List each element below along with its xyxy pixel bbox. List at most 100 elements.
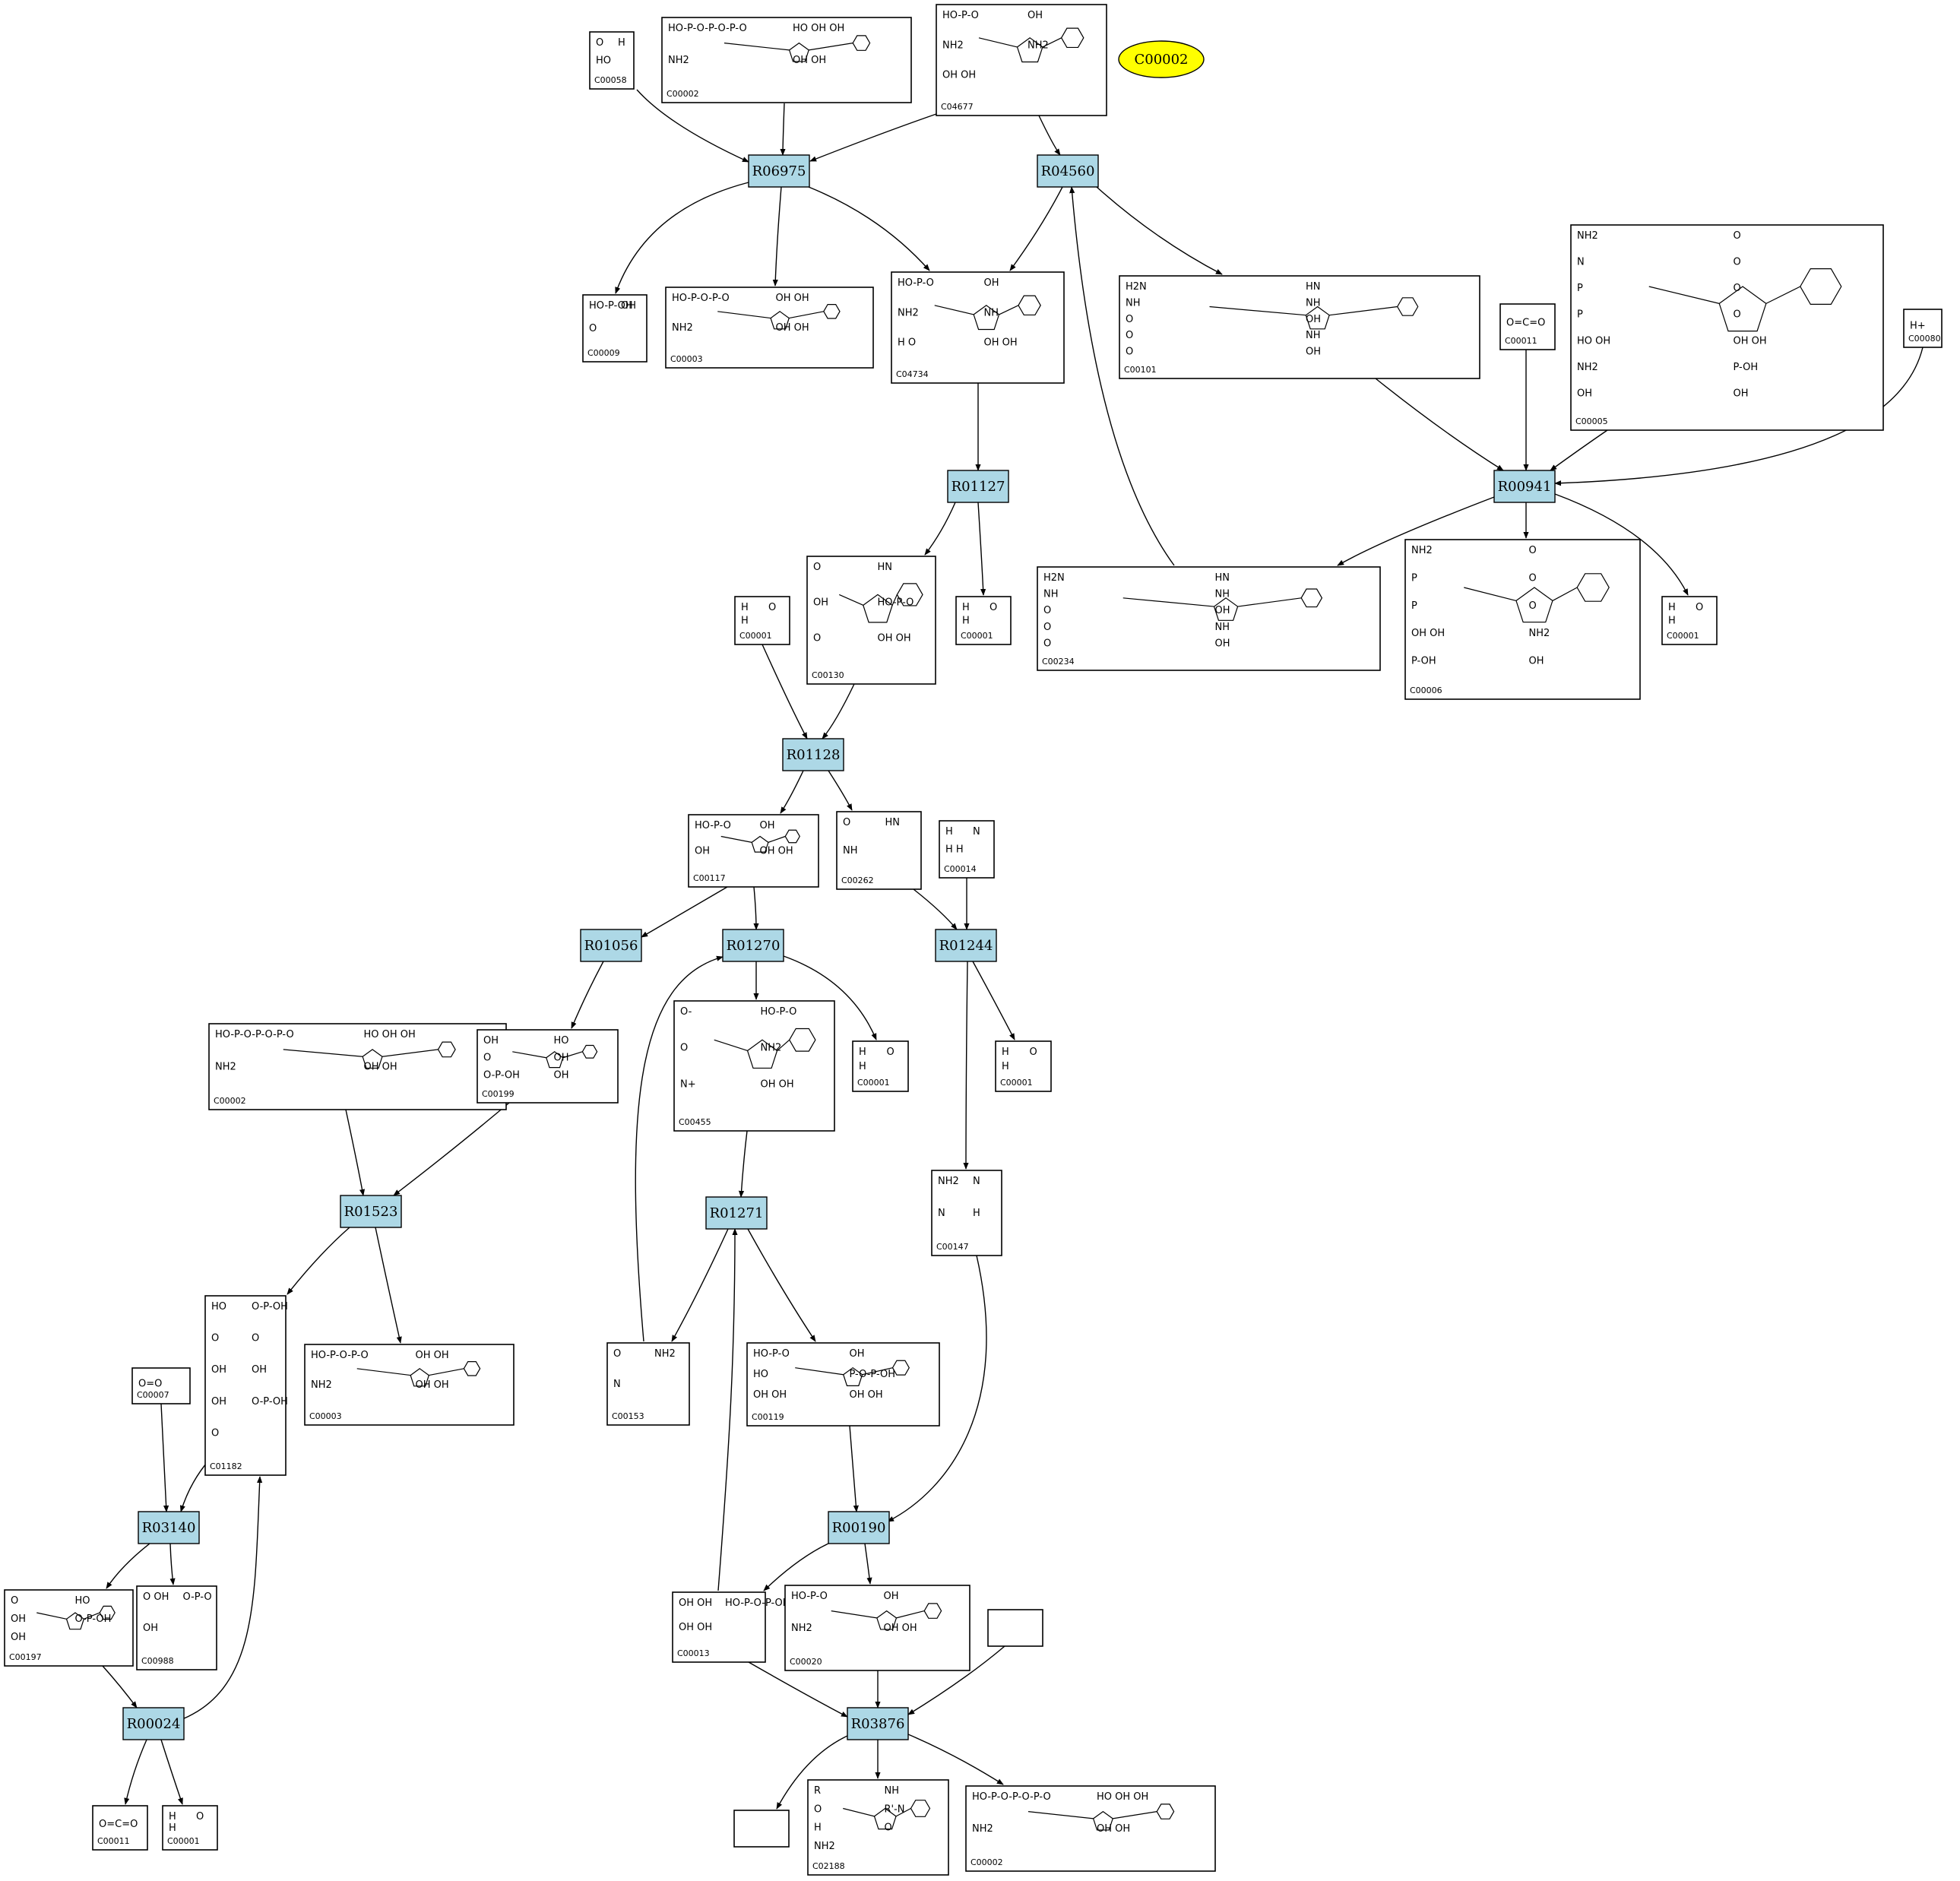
compound-box[interactable] — [955, 596, 1012, 645]
compound-box[interactable] — [477, 1029, 619, 1104]
reaction-box[interactable] — [1037, 154, 1099, 188]
compound-box[interactable] — [806, 556, 936, 685]
compound-box[interactable] — [92, 1805, 148, 1851]
compound-box[interactable] — [208, 1023, 507, 1110]
compound-box[interactable] — [965, 1785, 1216, 1872]
reaction-box[interactable] — [828, 1511, 890, 1544]
compound-box[interactable] — [995, 1040, 1052, 1092]
reaction-box[interactable] — [122, 1707, 185, 1740]
compound-box[interactable] — [131, 1367, 191, 1404]
compound-box[interactable] — [1661, 596, 1718, 645]
compound-box[interactable] — [1037, 566, 1381, 671]
reaction-box[interactable] — [705, 1196, 768, 1230]
reaction-R03140[interactable]: R03140 — [138, 1511, 200, 1544]
reaction-R01128[interactable]: R01128 — [782, 738, 844, 771]
reaction-box[interactable] — [138, 1511, 200, 1544]
compound-box[interactable] — [589, 31, 635, 90]
compound-box[interactable] — [4, 1589, 134, 1667]
reaction-box[interactable] — [580, 929, 642, 962]
compound-box[interactable] — [733, 1810, 790, 1848]
compound-box[interactable] — [1903, 309, 1943, 348]
reaction-R03876[interactable]: R03876 — [847, 1707, 909, 1740]
compound-box[interactable] — [672, 1591, 766, 1663]
reaction-R00941[interactable]: R00941 — [1493, 470, 1556, 503]
reaction-box[interactable] — [847, 1707, 909, 1740]
compound-box[interactable] — [852, 1040, 909, 1092]
compound-box[interactable] — [891, 271, 1065, 384]
compound-box[interactable] — [204, 1295, 287, 1476]
compound-box[interactable] — [987, 1609, 1043, 1647]
reaction-box[interactable] — [1493, 470, 1556, 503]
compound-cblank2[interactable] — [733, 1810, 790, 1848]
reaction-box[interactable] — [722, 929, 784, 962]
reaction-box[interactable] — [947, 470, 1009, 503]
compound-box[interactable] — [304, 1344, 515, 1426]
compound-box[interactable] — [582, 294, 648, 363]
compound-c80[interactable]: H+C00080 — [1903, 309, 1943, 348]
compound-box[interactable] — [688, 814, 819, 888]
compound-box[interactable] — [939, 820, 995, 879]
compound-box[interactable] — [734, 596, 790, 645]
reaction-R01270[interactable]: R01270 — [722, 929, 784, 962]
reaction-R01271[interactable]: R01271 — [705, 1196, 768, 1230]
compound-box[interactable] — [1499, 303, 1556, 350]
compound-box[interactable] — [665, 287, 874, 369]
reaction-R04560[interactable]: R04560 — [1037, 154, 1099, 188]
compound-box[interactable] — [836, 811, 922, 890]
compound-box[interactable] — [661, 17, 912, 103]
compound-box[interactable] — [1119, 275, 1480, 379]
compound-box[interactable] — [162, 1805, 218, 1851]
reaction-box[interactable] — [935, 929, 997, 962]
compound-box[interactable] — [784, 1585, 971, 1671]
compound-box[interactable] — [931, 1170, 1002, 1256]
reaction-R00190[interactable]: R00190 — [828, 1511, 890, 1544]
reaction-box[interactable] — [340, 1195, 402, 1228]
reaction-R06975[interactable]: R06975 — [748, 154, 810, 188]
compound-cblank1[interactable] — [987, 1609, 1043, 1647]
compound-box[interactable] — [673, 1000, 835, 1132]
highlight-ellipse[interactable] — [1118, 40, 1205, 78]
reaction-R01523[interactable]: R01523 — [340, 1195, 402, 1228]
reaction-R00024[interactable]: R00024 — [122, 1707, 185, 1740]
reaction-box[interactable] — [782, 738, 844, 771]
reaction-R01127[interactable]: R01127 — [947, 470, 1009, 503]
compound-box[interactable] — [136, 1585, 217, 1670]
